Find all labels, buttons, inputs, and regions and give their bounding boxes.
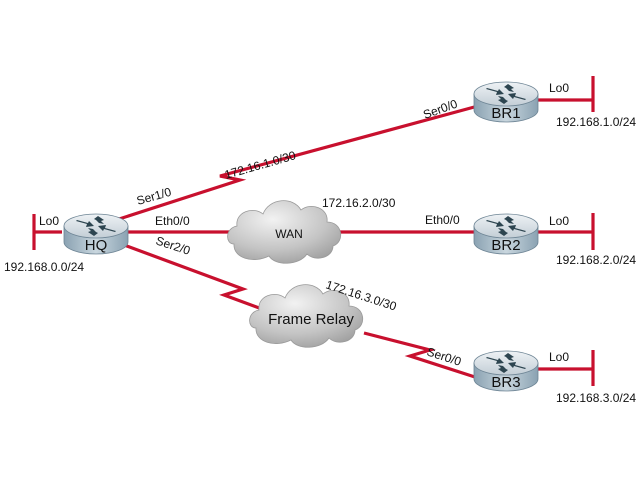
- loopback-hq: [32, 214, 62, 250]
- hq-lan-label: 192.168.0.0/24: [4, 260, 84, 274]
- router-hq-label: HQ: [85, 237, 108, 254]
- br2-lo0-label: Lo0: [549, 214, 569, 228]
- loopback-br3: [536, 350, 595, 386]
- router-br1[interactable]: BR1: [473, 81, 539, 123]
- br1-ser0-0-label: Ser0/0: [421, 96, 459, 121]
- br3-ser0-0-label: Ser0/0: [425, 345, 463, 369]
- link-hq-fr: [115, 240, 271, 314]
- br1-lo0-label: Lo0: [549, 81, 569, 95]
- router-br3-label: BR3: [491, 374, 520, 391]
- router-hq[interactable]: HQ: [63, 213, 129, 255]
- router-br2[interactable]: BR2: [473, 213, 539, 255]
- router-br3[interactable]: BR3: [473, 350, 539, 392]
- br3-lo0-label: Lo0: [549, 350, 569, 364]
- hq-eth0-0-label: Eth0/0: [155, 214, 190, 228]
- br2-eth0-0-label: Eth0/0: [425, 213, 460, 227]
- cloud-wan-label: WAN: [275, 227, 303, 241]
- router-br1-label: BR1: [491, 105, 520, 122]
- cloud-wan: WAN: [227, 200, 341, 264]
- link-hq-br1: [115, 104, 479, 222]
- hq-ser2-0-label: Ser2/0: [154, 234, 192, 258]
- br1-lan-label: 192.168.1.0/24: [556, 115, 636, 129]
- br2-lan-label: 192.168.2.0/24: [556, 253, 636, 267]
- br3-lan-label: 192.168.3.0/24: [556, 391, 636, 405]
- router-br2-label: BR2: [491, 237, 520, 254]
- cloud-frame-relay: Frame Relay: [249, 284, 363, 348]
- cloud-frame-relay-label: Frame Relay: [268, 311, 354, 328]
- network-172-16-2-label: 172.16.2.0/30: [322, 196, 396, 210]
- link-fr-br3: [363, 331, 479, 380]
- loopback-br2: [536, 213, 595, 250]
- loopback-br1: [536, 76, 595, 112]
- network-172-16-1-label: 172.16.1.0/30: [223, 148, 298, 182]
- hq-lo0-label: Lo0: [39, 214, 59, 228]
